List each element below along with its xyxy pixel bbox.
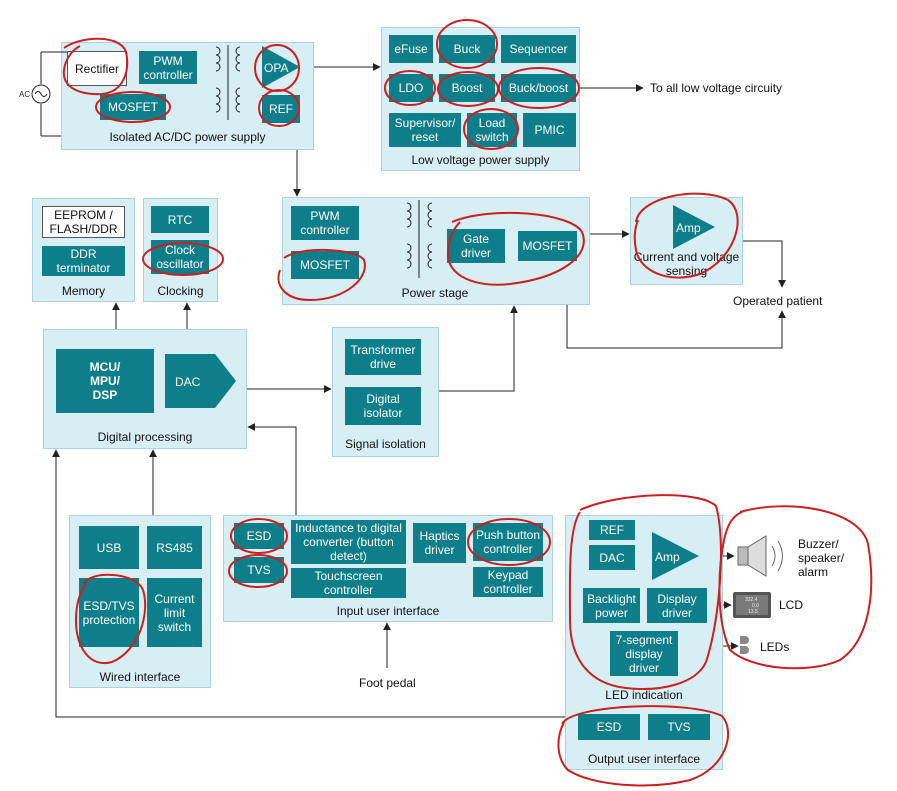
sensing-amp-label: Amp — [676, 221, 701, 235]
push-button-controller-block: Push button controller — [473, 523, 543, 561]
sensing-amplifier: Amp — [673, 205, 715, 249]
boost-block: Boost — [439, 74, 495, 102]
output-ui-title: Output user interface — [587, 752, 701, 766]
speaker-icon — [737, 535, 783, 577]
annotation-led-indication — [568, 494, 722, 690]
tvs-block-output: TVS — [648, 714, 710, 740]
eeprom-block: EEPROM / FLASH/DDR — [42, 206, 125, 238]
red-annotations — [62, 19, 873, 787]
rtc-block: RTC — [151, 206, 209, 233]
inductance-converter-block: Inductance to digital converter (button … — [291, 520, 406, 564]
transformer-icon-acdc — [215, 45, 241, 120]
touchscreen-controller-block: Touchscreen controller — [291, 568, 406, 598]
rectifier-block: Rectifier — [67, 51, 127, 86]
load-switch-block: Load switch — [467, 113, 517, 147]
pwm-controller-block: PWM controller — [139, 51, 197, 84]
annotation-load-switch — [463, 108, 519, 150]
ldo-block: LDO — [389, 74, 433, 102]
output-amp-label: Amp — [655, 550, 680, 564]
clocking-title: Clocking — [157, 284, 204, 298]
mosfet-left-power: MOSFET — [291, 251, 359, 279]
rs485-block: RS485 — [147, 526, 202, 569]
dac-block-output: DAC — [589, 545, 635, 570]
annotation-esd-input — [230, 518, 288, 554]
seven-segment-driver-block: 7-segment display driver — [610, 631, 678, 676]
annotation-ldo — [384, 70, 436, 106]
foot-pedal-label: Foot pedal — [359, 676, 416, 690]
buzzer-label: Buzzer/ speaker/ alarm — [798, 537, 845, 579]
operated-patient-label: Operated patient — [733, 294, 823, 308]
memory-title: Memory — [61, 284, 106, 298]
pwm-controller-power: PWM controller — [291, 206, 359, 240]
leds-label: LEDs — [760, 640, 790, 654]
low-voltage-title: Low voltage power supply — [411, 153, 550, 167]
buck-boost-block: Buck/boost — [501, 74, 576, 102]
digital-isolator-block: Digital isolator — [345, 387, 421, 425]
mcu-block: MCU/ MPU/ DSP — [56, 349, 154, 413]
annotation-buck — [436, 19, 498, 69]
usb-block: USB — [79, 526, 139, 569]
lcd-icon: 332.4 0.0 13.5 — [733, 592, 771, 618]
lcd-readout-2: 0.0 — [752, 603, 759, 609]
sequencer-block: Sequencer — [501, 35, 576, 63]
low-voltage-output-label: To all low voltage circuity — [650, 81, 783, 95]
display-driver-block: Display driver — [647, 588, 707, 623]
annotation-output-esd-tvs — [557, 705, 730, 787]
annotation-rectifier — [62, 37, 129, 96]
lcd-readout-1: 332.4 — [745, 597, 758, 603]
esd-block-output: ESD — [578, 714, 640, 740]
output-amplifier: Amp — [652, 532, 699, 580]
signal-isolation-title: Signal isolation — [345, 437, 426, 451]
power-stage-title: Power stage — [401, 286, 469, 300]
mosfet-right-power: MOSFET — [518, 231, 577, 261]
annotation-esd-tvs-wired — [74, 573, 147, 665]
ddr-terminator-block: DDR terminator — [42, 246, 125, 276]
leds-icon — [740, 636, 749, 654]
ac-source: AC — [19, 51, 67, 137]
lcd-readout-3: 13.5 — [748, 609, 758, 615]
current-limit-block: Current limit switch — [147, 578, 202, 647]
ac-label: AC — [19, 90, 30, 99]
annotation-output-devices — [718, 505, 873, 670]
keypad-controller-block: Keypad controller — [473, 567, 543, 597]
dac-digital-label: DAC — [175, 375, 201, 389]
annotation-push-button — [467, 518, 551, 566]
annotation-gate-driver-mosfet — [446, 211, 585, 286]
annotation-mosfet-acdc — [95, 91, 171, 123]
pmic-block: PMIC — [523, 113, 576, 147]
gate-driver-block: Gate driver — [447, 229, 505, 263]
annotation-boost — [437, 71, 499, 107]
buck-block: Buck — [439, 35, 495, 63]
annotation-amp-sensing — [633, 192, 739, 279]
ref-block-output: REF — [589, 520, 635, 540]
led-indication-title: LED indication — [605, 688, 683, 702]
esd-tvs-block: ESD/TVS protection — [79, 578, 139, 647]
digital-processing-title: Digital processing — [97, 430, 193, 444]
opa-label: OPA — [264, 61, 288, 75]
opa-amplifier: OPA — [262, 46, 300, 88]
transformer-icon-power — [406, 200, 433, 278]
annotation-mosfet-power — [277, 249, 366, 302]
dac-block-digital: DAC — [165, 354, 236, 408]
supervisor-block: Supervisor/ reset — [389, 113, 461, 147]
sensing-title: Current and voltage sensing — [633, 250, 740, 278]
annotation-ref — [258, 89, 300, 127]
mosfet-block-acdc: MOSFET — [100, 94, 166, 120]
lcd-label: LCD — [779, 598, 804, 612]
annotation-clock-oscillator — [142, 242, 224, 276]
backlight-power-block: Backlight power — [583, 588, 640, 623]
isolated-acdc-title: Isolated AC/DC power supply — [109, 130, 266, 144]
wired-interface-title: Wired interface — [99, 670, 181, 684]
annotation-buck-boost — [498, 67, 580, 109]
connection-lines — [52, 63, 786, 718]
efuse-block: eFuse — [389, 35, 433, 63]
haptics-driver-block: Haptics driver — [413, 523, 466, 563]
annotation-tvs-input — [228, 554, 288, 588]
esd-block-input: ESD — [234, 523, 284, 549]
tvs-block-input: TVS — [234, 557, 284, 583]
input-ui-title: Input user interface — [336, 604, 440, 618]
ref-block-acdc: REF — [262, 95, 300, 123]
transformer-drive-block: Transformer drive — [345, 339, 421, 375]
